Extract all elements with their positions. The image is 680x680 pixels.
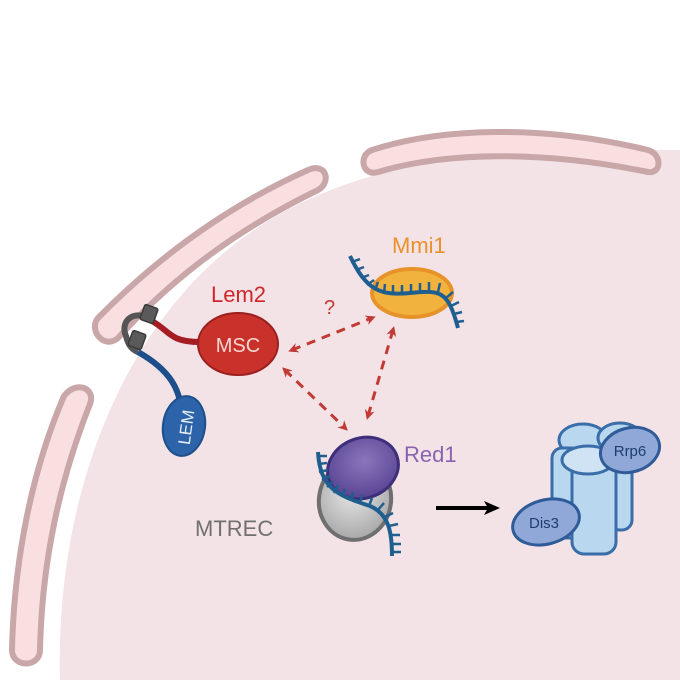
- rrp6-label: Rrp6: [614, 443, 647, 460]
- mtrec-complex: [316, 435, 401, 557]
- msc-domain: [197, 312, 279, 376]
- envelope-segment-lower-left: [9, 384, 95, 667]
- mtrec-label: MTREC: [195, 516, 273, 541]
- nuclear-envelope: [9, 128, 662, 667]
- exosome-complex: [511, 421, 662, 556]
- envelope-segment-upper-left: [91, 165, 329, 345]
- lem-label: LEM: [175, 409, 199, 446]
- mmi1-rna-bases: [351, 257, 465, 324]
- interaction-arrows: [282, 315, 397, 431]
- dis3-subunit: [511, 497, 581, 547]
- transmembrane-domain-1: [139, 303, 159, 325]
- lem2-protein: [121, 303, 279, 457]
- red1-label: Red1: [404, 442, 457, 467]
- dis3-label: Dis3: [529, 515, 559, 532]
- mmi1-label: Mmi1: [392, 233, 446, 258]
- nucleoplasm: [59, 150, 680, 680]
- red1-body: [326, 435, 400, 501]
- lem2-label: Lem2: [211, 282, 266, 307]
- rrp6-subunit: [598, 425, 662, 475]
- arrow-msc-red1: [282, 367, 348, 431]
- lem2-membrane-loop: [121, 312, 150, 355]
- lem-domain: [161, 395, 207, 457]
- lem2-msc-linker: [148, 317, 201, 345]
- arrow-msc-mmi1: [288, 315, 376, 353]
- question-mark: ?: [324, 297, 335, 319]
- msc-label: MSC: [216, 335, 260, 357]
- mmi1-rna-strand: [348, 255, 460, 329]
- mmi1-protein: [348, 255, 465, 329]
- transmembrane-domain-2: [127, 329, 147, 351]
- red1-rna-bases: [317, 454, 401, 554]
- envelope-segment-top-right: [360, 128, 662, 176]
